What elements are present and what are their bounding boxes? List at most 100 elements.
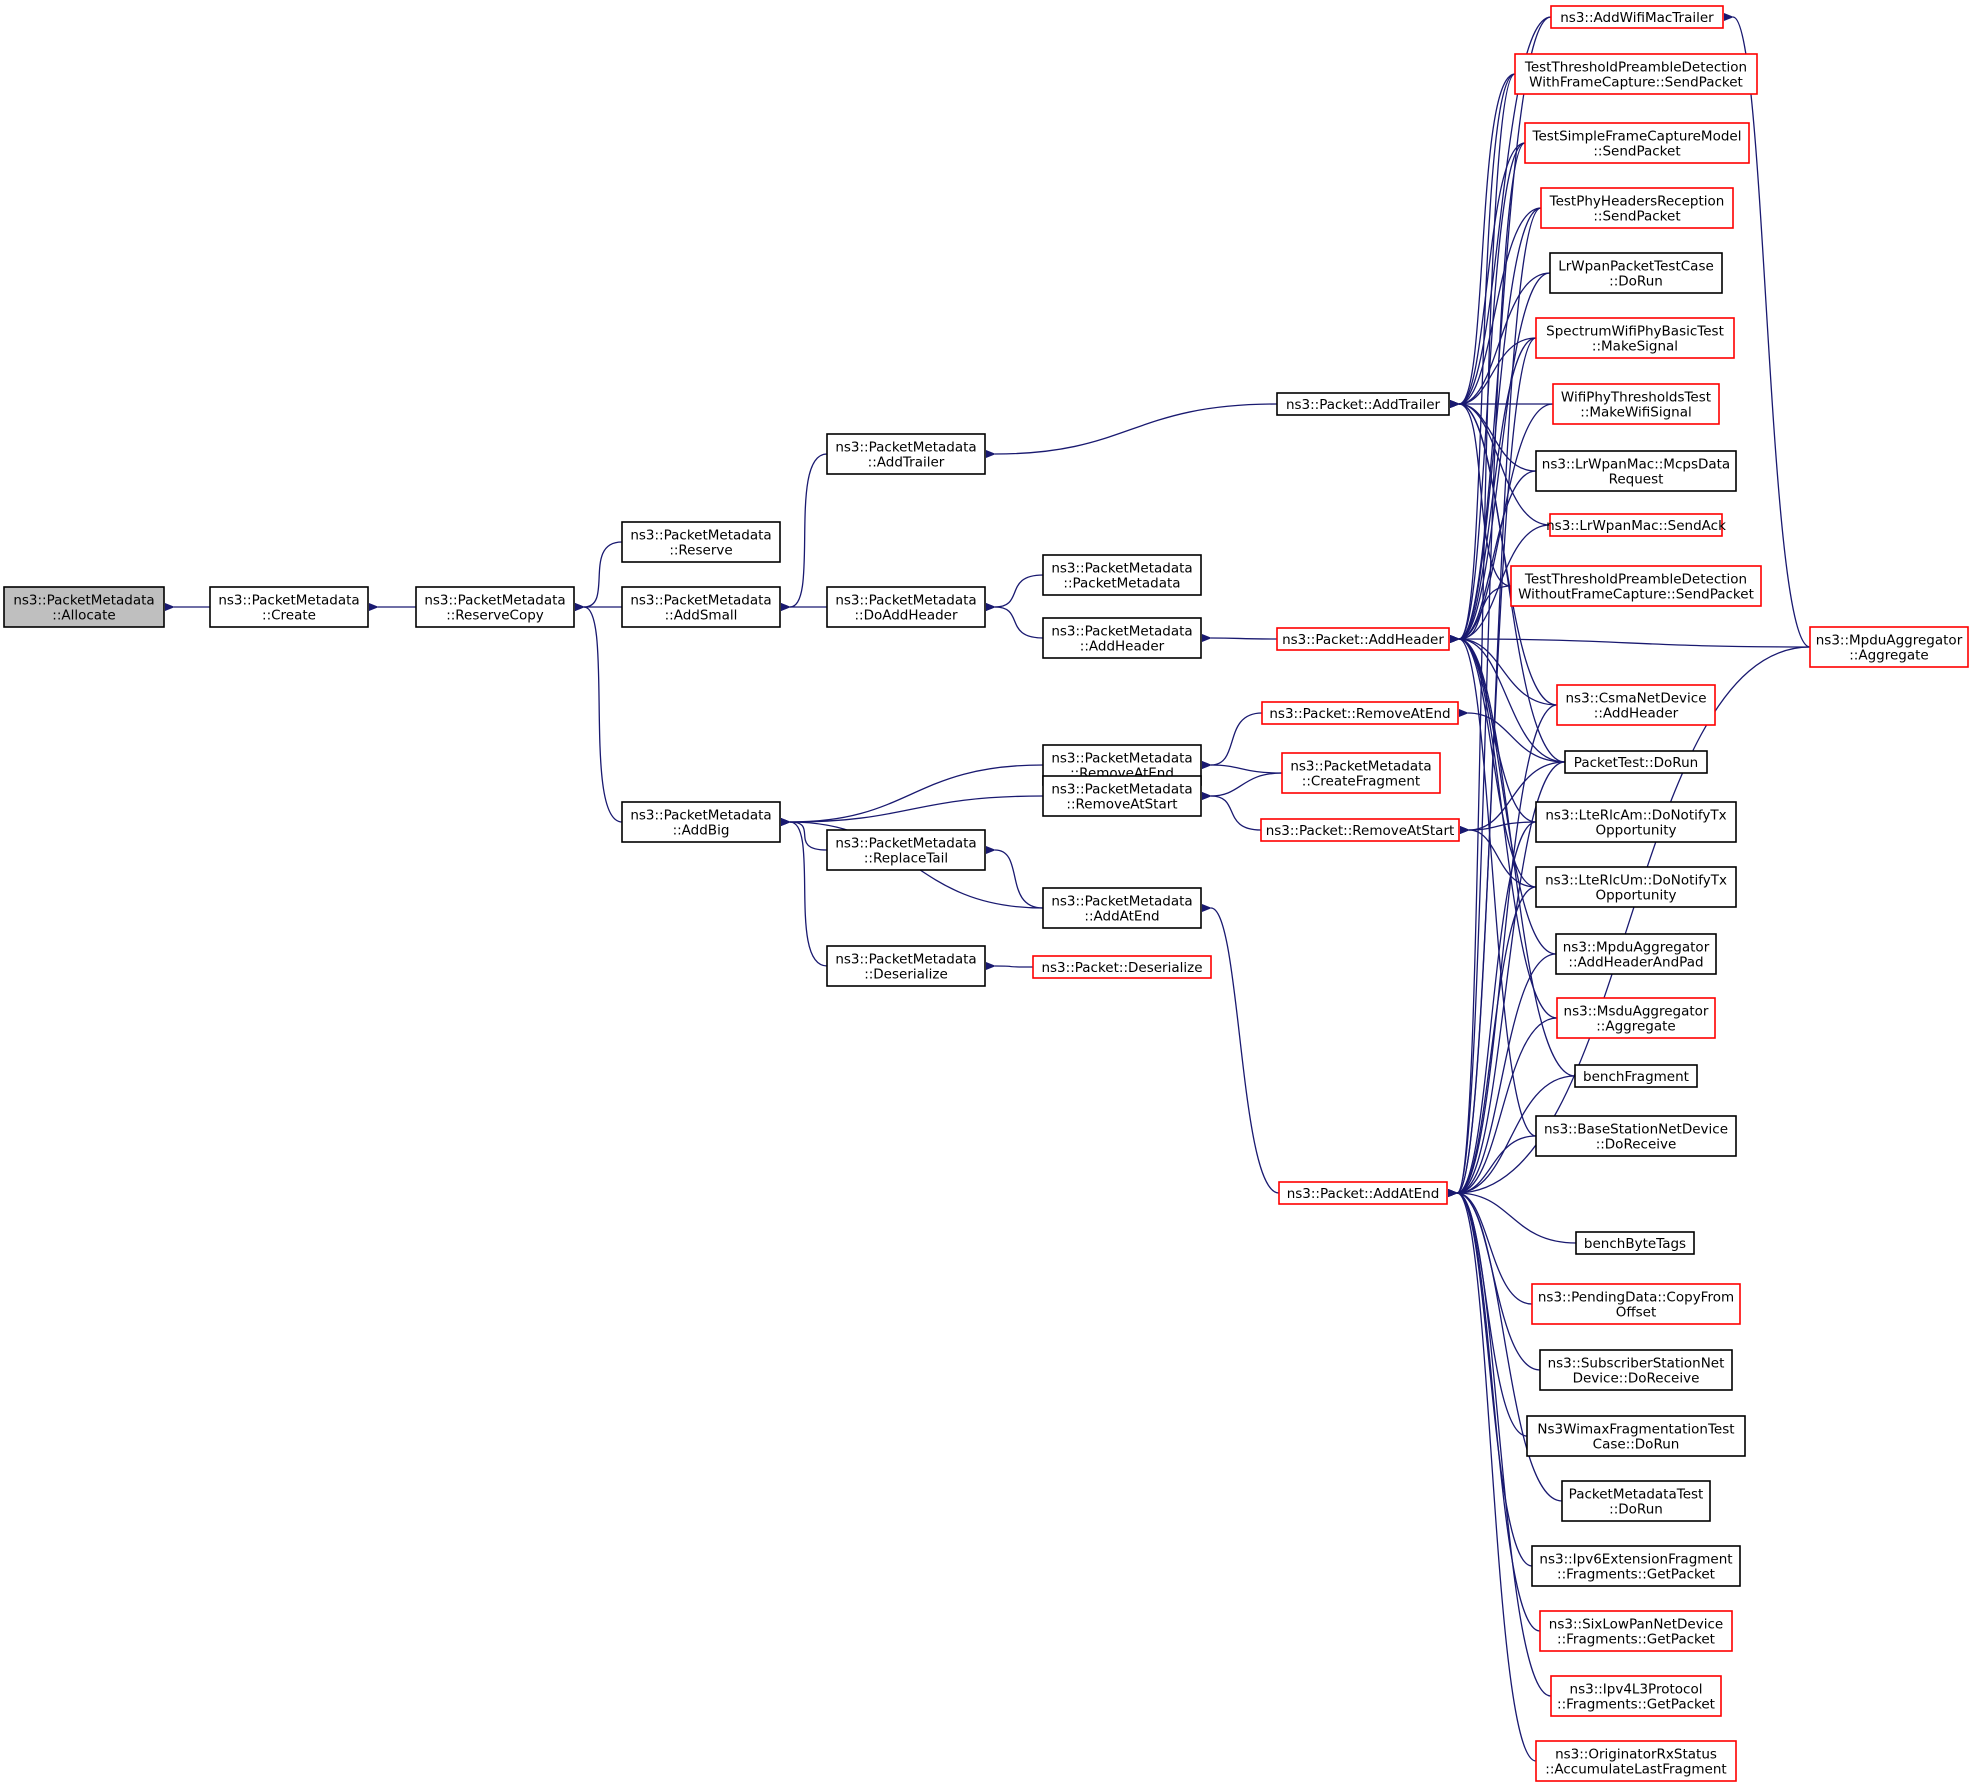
node-label: ns3::PacketMetadata	[630, 528, 771, 544]
edge-pDeser-to-pmDeser	[985, 961, 1034, 970]
node-r18[interactable]: ns3::BaseStationNetDevice::DoReceive	[1535, 1115, 1737, 1157]
node-r03[interactable]: TestSimpleFrameCaptureModel::SendPacket	[1524, 122, 1750, 164]
node-label: TestSimpleFrameCaptureModel	[1532, 129, 1742, 145]
node-label: ::AddHeader	[1594, 706, 1679, 722]
node-label: ns3::PacketMetadata	[218, 593, 359, 609]
node-label: ::ReplaceTail	[864, 851, 948, 867]
node-pmDeser[interactable]: ns3::PacketMetadata::Deserialize	[826, 945, 986, 987]
node-label: PacketMetadataTest	[1569, 1487, 1704, 1503]
node-box	[1531, 1545, 1741, 1587]
edge-mpduAgg-to-pAddAtEnd	[1447, 646, 1811, 1198]
node-pmAddAtEnd[interactable]: ns3::PacketMetadata::AddAtEnd	[1042, 887, 1202, 929]
node-pRemStart[interactable]: ns3::Packet::RemoveAtStart	[1260, 818, 1460, 842]
node-label: ns3::Ipv6ExtensionFragment	[1539, 1552, 1732, 1568]
node-r01[interactable]: ns3::AddWifiMacTrailer	[1550, 5, 1724, 29]
node-r17[interactable]: benchFragment	[1574, 1064, 1698, 1088]
node-label: SpectrumWifiPhyBasicTest	[1546, 324, 1724, 340]
node-box	[1510, 565, 1762, 607]
node-box	[1549, 252, 1723, 294]
node-r25[interactable]: ns3::SixLowPanNetDevice::Fragments::GetP…	[1539, 1610, 1733, 1652]
edge-r06-to-pAddAtEnd	[1447, 337, 1537, 1198]
node-label: ::AddHeaderAndPad	[1568, 955, 1703, 971]
node-r24[interactable]: ns3::Ipv6ExtensionFragment::Fragments::G…	[1531, 1545, 1741, 1587]
node-label: ns3::Packet::RemoveAtEnd	[1269, 706, 1450, 722]
node-label: WithoutFrameCapture::SendPacket	[1518, 587, 1754, 603]
node-box	[1535, 866, 1737, 908]
node-label: ::AddSmall	[665, 608, 738, 624]
node-replTail[interactable]: ns3::PacketMetadata::ReplaceTail	[826, 829, 986, 871]
edge-pmPM-to-doAddHeader	[985, 574, 1044, 612]
node-label: ::DoAddHeader	[854, 608, 957, 624]
edge-r12-to-pAddAtEnd	[1447, 761, 1566, 1198]
node-label: ns3::AddWifiMacTrailer	[1560, 10, 1714, 26]
node-r04[interactable]: TestPhyHeadersReception::SendPacket	[1540, 187, 1734, 229]
node-box	[209, 586, 369, 628]
node-r09[interactable]: ns3::LrWpanMac::SendAck	[1546, 513, 1726, 537]
node-pmAddHeader[interactable]: ns3::PacketMetadata::AddHeader	[1042, 617, 1202, 659]
node-reserve[interactable]: ns3::PacketMetadata::Reserve	[621, 521, 781, 563]
node-alloc[interactable]: ns3::PacketMetadata::Allocate	[3, 586, 165, 628]
node-r19[interactable]: benchByteTags	[1575, 1231, 1695, 1255]
node-pAddHeader[interactable]: ns3::Packet::AddHeader	[1276, 627, 1450, 651]
node-pAddTrailer[interactable]: ns3::Packet::AddTrailer	[1276, 392, 1450, 416]
node-pDeser[interactable]: ns3::Packet::Deserialize	[1032, 955, 1212, 979]
edge-r03-to-pAddTrailer	[1449, 142, 1526, 409]
node-pAddAtEnd[interactable]: ns3::Packet::AddAtEnd	[1278, 1181, 1448, 1205]
edge-r12-to-pAddHeader	[1449, 634, 1566, 763]
node-label: Offset	[1616, 1305, 1657, 1321]
node-r06[interactable]: SpectrumWifiPhyBasicTest::MakeSignal	[1535, 317, 1735, 359]
node-box	[1514, 53, 1758, 95]
node-box	[1281, 752, 1441, 794]
node-resCopy[interactable]: ns3::PacketMetadata::ReserveCopy	[415, 586, 575, 628]
node-r12[interactable]: PacketTest::DoRun	[1564, 750, 1708, 774]
node-r10[interactable]: TestThresholdPreambleDetectionWithoutFra…	[1510, 565, 1762, 607]
node-create[interactable]: ns3::PacketMetadata::Create	[209, 586, 369, 628]
node-r23[interactable]: PacketMetadataTest::DoRun	[1561, 1480, 1711, 1522]
node-label: ::DoReceive	[1596, 1137, 1677, 1153]
node-addBig[interactable]: ns3::PacketMetadata::AddBig	[621, 801, 781, 843]
edge-r05-to-pAddHeader	[1449, 272, 1551, 644]
edge-pAddTrailer-to-pmAddTrailer	[985, 403, 1278, 459]
edge-mpduAgg-to-r01	[1723, 12, 1811, 648]
node-box	[1042, 887, 1202, 929]
node-pmAddTrailer[interactable]: ns3::PacketMetadata::AddTrailer	[826, 433, 986, 475]
node-r26[interactable]: ns3::Ipv4L3Protocol::Fragments::GetPacke…	[1550, 1675, 1722, 1717]
node-box	[1042, 554, 1202, 596]
edge-r02-to-pAddTrailer	[1449, 73, 1516, 409]
node-box	[1574, 1064, 1698, 1088]
node-pRemEnd[interactable]: ns3::Packet::RemoveAtEnd	[1261, 701, 1459, 725]
node-box	[1526, 1415, 1746, 1457]
node-label: ::Fragments::GetPacket	[1557, 1632, 1715, 1648]
node-label: ns3::PendingData::CopyFrom	[1538, 1290, 1734, 1306]
node-pmRemStart[interactable]: ns3::PacketMetadata::RemoveAtStart	[1042, 775, 1202, 817]
node-createFrag[interactable]: ns3::PacketMetadata::CreateFragment	[1281, 752, 1441, 794]
node-label: Case::DoRun	[1593, 1437, 1680, 1453]
node-r21[interactable]: ns3::SubscriberStationNetDevice::DoRecei…	[1539, 1349, 1733, 1391]
node-r07[interactable]: WifiPhyThresholdsTest::MakeWifiSignal	[1552, 383, 1720, 425]
node-addSmall[interactable]: ns3::PacketMetadata::AddSmall	[621, 586, 781, 628]
node-r15[interactable]: ns3::MpduAggregator::AddHeaderAndPad	[1555, 933, 1717, 975]
node-label: WithFrameCapture::SendPacket	[1529, 75, 1743, 91]
node-r02[interactable]: TestThresholdPreambleDetectionWithFrameC…	[1514, 53, 1758, 95]
node-label: ns3::SubscriberStationNet	[1548, 1356, 1725, 1372]
node-doAddHeader[interactable]: ns3::PacketMetadata::DoAddHeader	[826, 586, 986, 628]
node-mpduAgg[interactable]: ns3::MpduAggregator::Aggregate	[1809, 626, 1969, 668]
edge-r16-to-pAddAtEnd	[1447, 1017, 1558, 1198]
node-box	[1809, 626, 1969, 668]
node-r11[interactable]: ns3::CsmaNetDevice::AddHeader	[1556, 684, 1716, 726]
node-label: ns3::OriginatorRxStatus	[1555, 1747, 1717, 1763]
node-box	[1535, 1115, 1737, 1157]
node-r16[interactable]: ns3::MsduAggregator::Aggregate	[1556, 997, 1716, 1039]
node-r05[interactable]: LrWpanPacketTestCase::DoRun	[1549, 252, 1723, 294]
node-label: ::Create	[262, 608, 316, 624]
node-pmPM[interactable]: ns3::PacketMetadata::PacketMetadata	[1042, 554, 1202, 596]
node-label: ns3::Packet::AddAtEnd	[1287, 1186, 1440, 1202]
node-r27[interactable]: ns3::OriginatorRxStatus::AccumulateLastF…	[1535, 1740, 1737, 1782]
node-label: ::AddTrailer	[868, 455, 945, 471]
